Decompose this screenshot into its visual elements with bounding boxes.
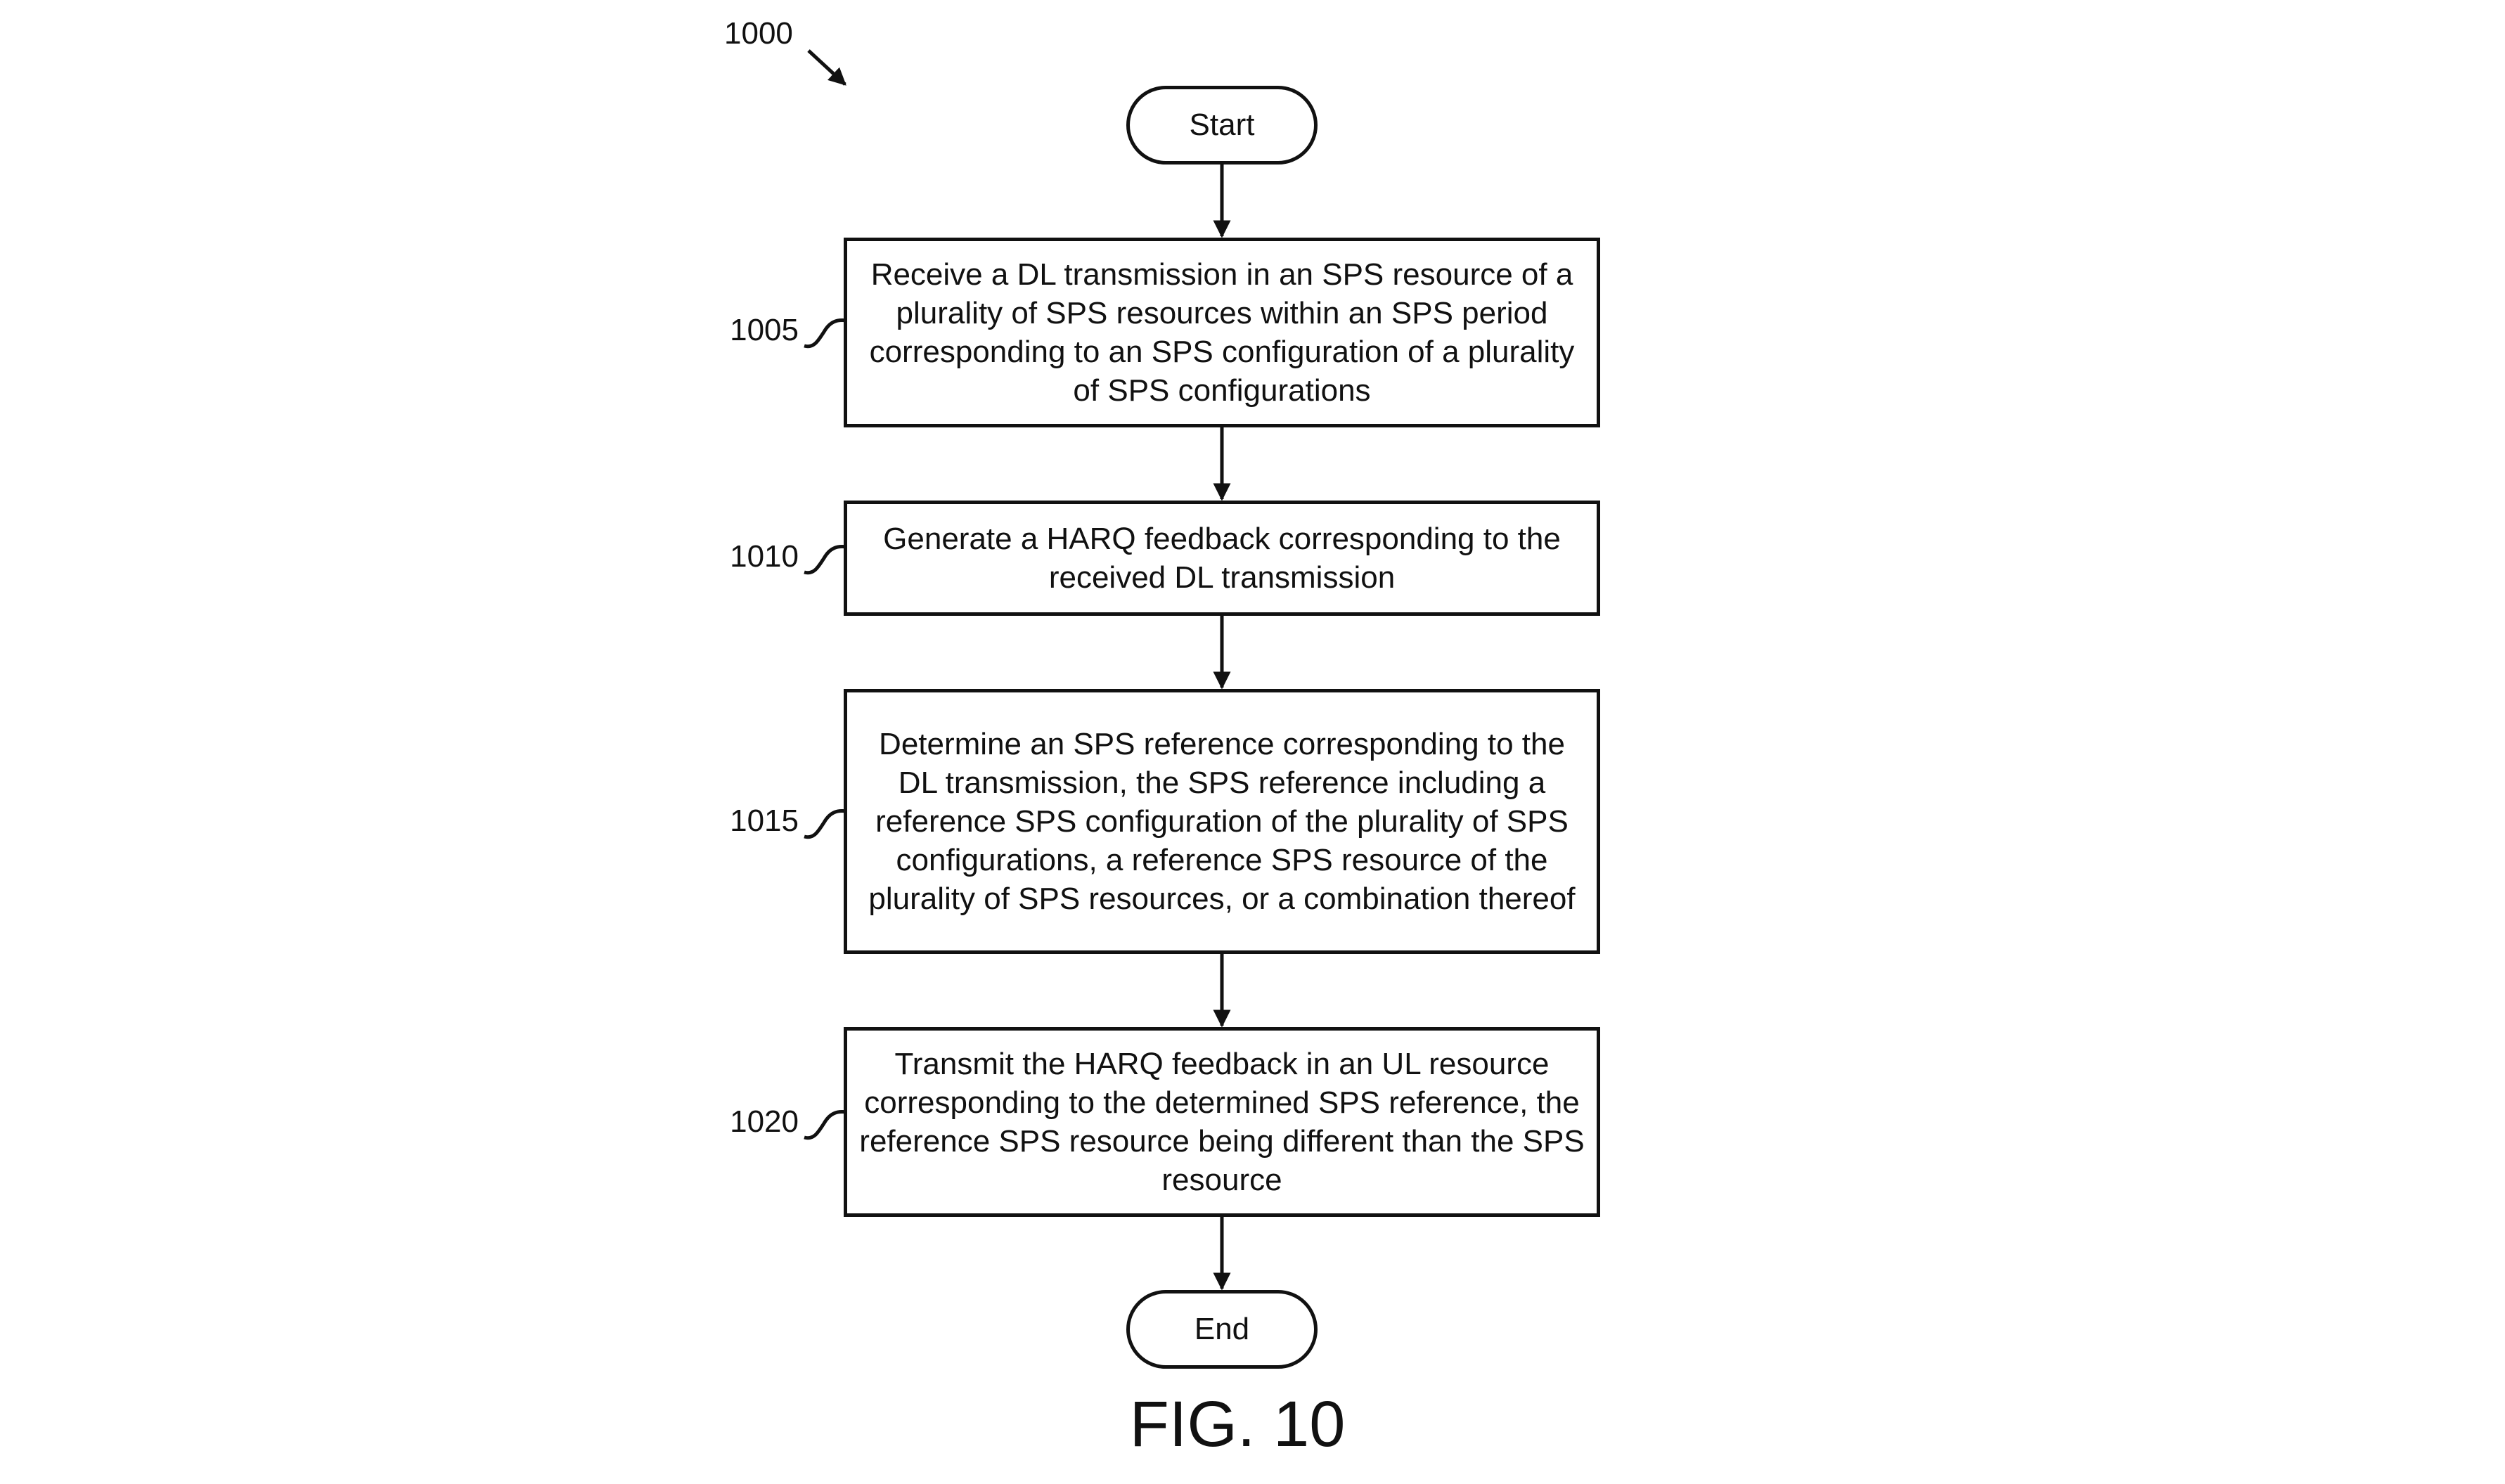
reference-leader-1005 [804,318,847,349]
step-ref-1010: 1010 [730,539,799,574]
step-text-1010: Generate a HARQ feedback corresponding t… [883,522,1561,595]
start-terminal: Start [1126,86,1318,164]
step-text-1020: Transmit the HARQ feedback in an UL reso… [859,1047,1585,1197]
reference-leader-1010 [804,545,847,575]
end-label: End [1194,1312,1250,1346]
figure-label: FIG. 10 [1129,1388,1346,1460]
figure-number: 1000 [724,16,793,51]
step-ref-1005: 1005 [730,313,799,347]
step-text-1015: Determine an SPS reference corresponding… [868,727,1576,916]
end-terminal: End [1126,1290,1318,1369]
step-ref-1020: 1020 [730,1104,799,1139]
step-ref-1015: 1015 [730,804,799,838]
step-box-1015: Determine an SPS reference corresponding… [844,689,1600,954]
reference-leader-1020 [804,1110,847,1140]
step-box-1005: Receive a DL transmission in an SPS reso… [844,238,1600,427]
step-box-1010: Generate a HARQ feedback corresponding t… [844,501,1600,616]
reference-leader-1015 [804,809,847,839]
figure-number-pointer-arrow [807,49,846,86]
step-box-1020: Transmit the HARQ feedback in an UL reso… [844,1027,1600,1217]
start-label: Start [1189,108,1255,142]
step-text-1005: Receive a DL transmission in an SPS reso… [869,257,1575,408]
